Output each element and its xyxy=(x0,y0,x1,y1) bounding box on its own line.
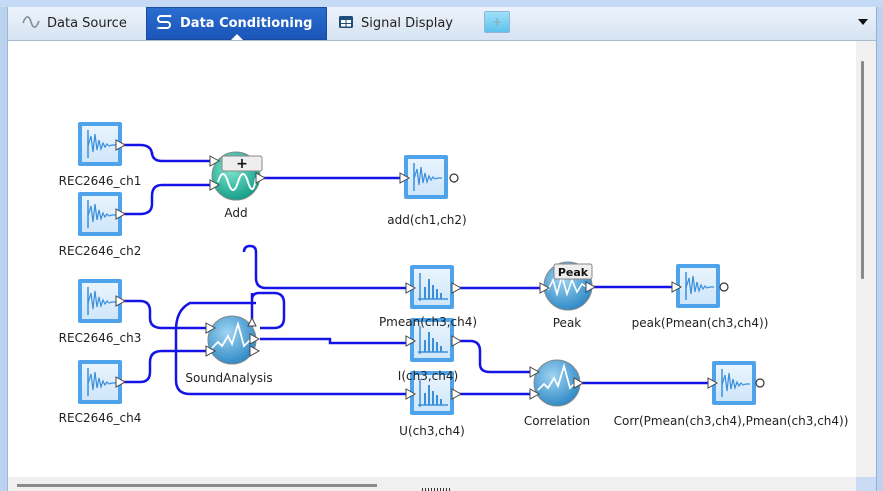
node-pmean xyxy=(405,264,462,310)
grid-display-icon xyxy=(338,15,354,33)
node-rec-ch4 xyxy=(77,359,126,405)
node-label-rec-ch4: REC2646_ch4 xyxy=(58,411,142,425)
node-corr-out xyxy=(707,360,765,406)
node-rec-ch2 xyxy=(77,191,126,237)
node-correlation xyxy=(529,359,584,407)
node-rec-ch1 xyxy=(77,121,126,167)
svg-text:+: + xyxy=(236,156,248,172)
connection-wires xyxy=(122,143,712,396)
tab-signal-display[interactable]: Signal Display xyxy=(330,7,470,40)
node-label-rec-ch3: REC2646_ch3 xyxy=(58,331,142,345)
right-frame-edge xyxy=(876,7,883,491)
wire-ch3-sa xyxy=(122,299,212,330)
node-label-corr-out: Corr(Pmean(ch3,ch4),Pmean(ch3,ch4)) xyxy=(613,414,849,428)
node-label-peak: Peak xyxy=(552,316,582,330)
node-label-rec-ch1: REC2646_ch1 xyxy=(58,174,142,188)
add-tab-button[interactable]: + xyxy=(484,11,510,33)
node-add: + xyxy=(209,151,266,201)
horizontal-scrollbar[interactable] xyxy=(8,477,856,491)
node-label-correlation: Correlation xyxy=(523,414,591,428)
wire-sa-u xyxy=(174,301,410,396)
wire-i-corr xyxy=(458,339,532,374)
sine-wave-icon xyxy=(22,15,40,33)
tab-label: Data Source xyxy=(47,16,127,31)
node-label-sound-analysis: SoundAnalysis xyxy=(185,371,273,385)
node-rec-ch3 xyxy=(77,278,126,324)
wire-sa-i xyxy=(260,337,410,345)
node-label-i: I(ch3,ch4) xyxy=(397,369,459,383)
tab-data-source[interactable]: Data Source xyxy=(14,7,144,40)
window-top-strip xyxy=(0,0,883,7)
vertical-scroll-thumb[interactable] xyxy=(861,61,864,279)
node-label-add: Add xyxy=(224,206,248,220)
node-label-pmean: Pmean(ch3,ch4) xyxy=(378,315,478,329)
conditioning-flow-icon xyxy=(155,13,173,35)
tab-data-conditioning[interactable]: Data Conditioning xyxy=(146,7,327,40)
svg-text:Peak: Peak xyxy=(558,266,589,279)
wire-ch4-sa xyxy=(122,349,212,384)
node-peak: Peak xyxy=(539,261,596,311)
node-add-out xyxy=(399,154,459,200)
diagram-canvas[interactable]: + Peak REC2646_ch1 REC2646_ch2 REC2646_c xyxy=(8,41,856,477)
tab-bar: Data Source Data Conditioning Signal Dis… xyxy=(8,7,876,41)
vertical-scrollbar[interactable] xyxy=(856,41,876,477)
node-sound-analysis xyxy=(205,315,260,365)
tab-label: Data Conditioning xyxy=(180,16,313,31)
left-frame-edge xyxy=(0,7,8,491)
node-label-rec-ch2: REC2646_ch2 xyxy=(58,244,142,258)
horizontal-scroll-thumb[interactable] xyxy=(17,484,377,487)
tab-label: Signal Display xyxy=(361,16,453,31)
node-label-peak-out: peak(Pmean(ch3,ch4)) xyxy=(631,316,769,330)
diagram-svg: + Peak xyxy=(77,121,765,416)
resize-grip[interactable] xyxy=(422,488,452,491)
plus-icon: + xyxy=(491,15,503,29)
dropdown-arrow-icon[interactable] xyxy=(858,19,868,25)
node-label-u: U(ch3,ch4) xyxy=(399,424,465,438)
wire-sa-pmean xyxy=(242,244,410,330)
wire-ch1-add xyxy=(122,143,212,163)
node-label-add-out: add(ch1,ch2) xyxy=(387,213,467,227)
node-peak-out xyxy=(671,263,729,309)
active-tab-caret xyxy=(230,34,243,40)
wire-ch2-add xyxy=(122,183,212,216)
